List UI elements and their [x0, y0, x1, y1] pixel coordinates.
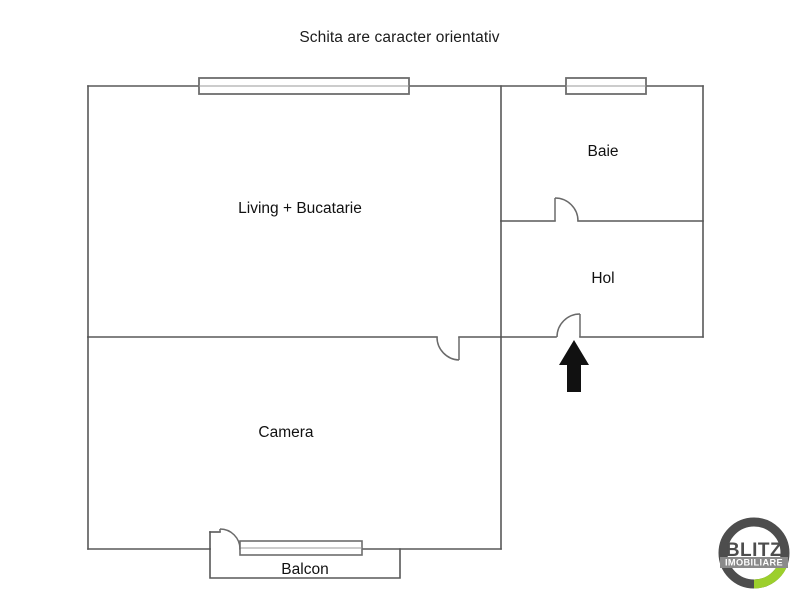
entrance-direction-arrow: [559, 340, 589, 392]
entrance-door-swing: [556, 313, 581, 338]
bedroom-door-swing: [436, 336, 460, 361]
logo-subtitle-text: IMOBILIARE: [725, 558, 783, 568]
door-group: [219, 197, 581, 550]
balcony-outline: [209, 548, 401, 579]
logo-accent-arc: [753, 563, 787, 589]
blitz-imobiliare-logo: BLITZ IMOBILIARE: [714, 513, 794, 593]
bathroom-door-swing: [554, 197, 579, 222]
logo-band: [720, 557, 788, 568]
window-group: [198, 77, 647, 556]
logo-brand-text: BLITZ: [726, 540, 782, 561]
room-label-bathroom: Baie: [587, 143, 618, 160]
room-label-living-kitchen: Living + Bucatarie: [238, 200, 362, 217]
balcony-door-swing: [219, 528, 241, 550]
room-label-hallway: Hol: [591, 270, 614, 287]
room-label-group: Living + Bucatarie Baie Hol Camera Balco…: [238, 143, 618, 578]
room-label-balcony: Balcon: [281, 561, 328, 578]
page-title: Schita are caracter orientativ: [299, 29, 500, 46]
logo-graphic: BLITZ IMOBILIARE: [718, 517, 790, 589]
room-label-bedroom: Camera: [258, 424, 314, 441]
wall-group: [87, 85, 704, 579]
